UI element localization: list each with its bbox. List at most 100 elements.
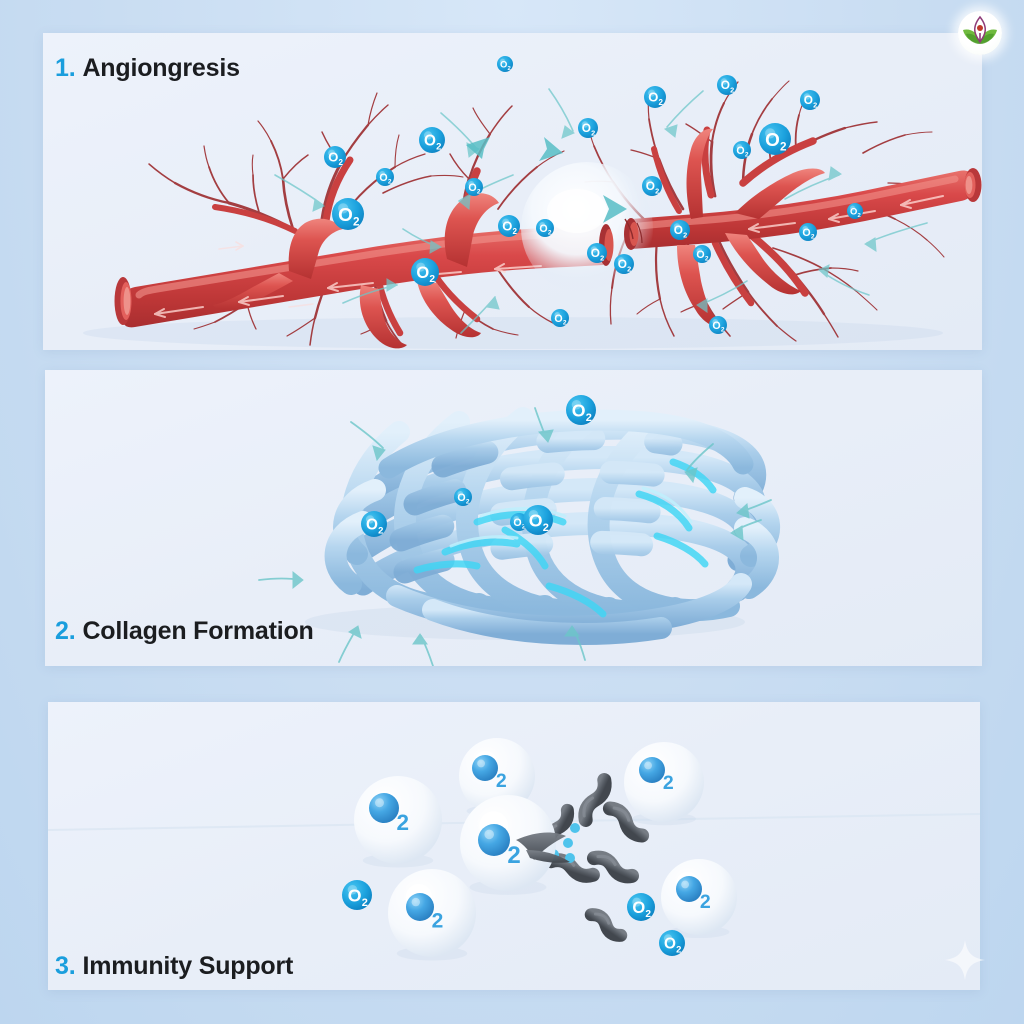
svg-text:2: 2 <box>676 945 681 956</box>
panel-1-title: 1.Angiongresis <box>55 54 240 83</box>
cell-nucleus <box>406 893 434 921</box>
immune-cell: 2 <box>661 859 737 939</box>
panel-3-label: Immunity Support <box>82 952 294 980</box>
svg-text:O: O <box>554 313 562 325</box>
panel-2-title: 2.Collagen Formation <box>55 617 314 646</box>
svg-text:2: 2 <box>436 142 441 153</box>
svg-text:O: O <box>338 204 353 225</box>
svg-text:O: O <box>348 885 362 905</box>
svg-text:O: O <box>591 246 600 260</box>
svg-text:2: 2 <box>548 230 552 237</box>
cell-nucleus <box>676 876 702 902</box>
bacterium <box>584 908 628 942</box>
immune-cell: 2 <box>624 742 704 826</box>
svg-text:2: 2 <box>813 100 817 109</box>
svg-text:2: 2 <box>730 85 734 94</box>
cell-oxygen-label: 2 <box>663 772 674 794</box>
svg-text:O: O <box>539 223 547 235</box>
immune-cell: 2 <box>388 869 476 961</box>
svg-text:O: O <box>632 898 645 917</box>
svg-text:2: 2 <box>477 189 481 196</box>
svg-text:O: O <box>529 510 543 530</box>
svg-text:O: O <box>379 172 387 184</box>
svg-text:2: 2 <box>658 98 663 107</box>
svg-text:2: 2 <box>508 66 512 72</box>
svg-text:O: O <box>674 223 683 237</box>
cell-oxygen-label: 2 <box>496 770 507 792</box>
collagen-mesh <box>324 407 780 645</box>
svg-text:O: O <box>572 400 586 420</box>
svg-text:O: O <box>416 263 429 282</box>
svg-text:2: 2 <box>429 274 435 285</box>
svg-text:O: O <box>328 150 338 165</box>
svg-text:O: O <box>582 121 591 135</box>
collagen-inflow-arrows <box>258 407 772 666</box>
svg-text:O: O <box>424 133 436 150</box>
immune-cell: 2 <box>460 795 556 895</box>
panel-3-number: 3. <box>55 952 76 980</box>
leaf-hands <box>963 29 997 44</box>
spore-particle <box>563 838 573 848</box>
svg-text:2: 2 <box>600 253 604 262</box>
svg-text:2: 2 <box>591 128 595 137</box>
svg-text:O: O <box>802 227 810 239</box>
cell-oxygen-label: 2 <box>507 842 520 869</box>
svg-text:O: O <box>502 219 512 234</box>
bacterium <box>586 850 640 884</box>
svg-text:O: O <box>850 205 857 216</box>
right-artery <box>631 128 982 327</box>
svg-text:O: O <box>765 129 780 150</box>
oxygen-flow-arrows <box>274 88 928 334</box>
brand-logo[interactable] <box>958 11 1002 55</box>
svg-text:O: O <box>513 517 521 529</box>
svg-text:2: 2 <box>780 141 787 154</box>
svg-text:O: O <box>696 249 704 261</box>
svg-text:2: 2 <box>811 234 815 241</box>
bacterium <box>602 801 650 843</box>
major-flow-arrow <box>466 137 627 223</box>
cell-oxygen-label: 2 <box>700 891 711 913</box>
panel-2-number: 2. <box>55 617 76 645</box>
svg-text:O: O <box>457 492 465 504</box>
svg-text:O: O <box>646 179 655 193</box>
svg-text:2: 2 <box>362 897 368 909</box>
svg-text:2: 2 <box>645 909 651 920</box>
figure-flame <box>974 15 986 44</box>
cell-oxygen-label: 2 <box>432 909 444 932</box>
panel-3-title: 3.Immunity Support <box>55 952 293 981</box>
svg-text:2: 2 <box>522 524 526 531</box>
phagocytosis-pseudopod <box>516 832 570 863</box>
svg-text:2: 2 <box>563 320 567 327</box>
wellness-leaf-logo-icon <box>963 15 997 44</box>
svg-text:O: O <box>618 257 627 271</box>
cell-nucleus <box>369 793 399 823</box>
svg-text:2: 2 <box>353 216 360 229</box>
angiogenesis-illustration: O2O2O2O2O2O2O2O2O2O2O2O2O2O2O2O2O2O2O2O2… <box>83 56 982 349</box>
oxygen-flow-highlight <box>413 458 717 618</box>
svg-text:2: 2 <box>543 522 549 534</box>
svg-text:2: 2 <box>338 158 343 167</box>
